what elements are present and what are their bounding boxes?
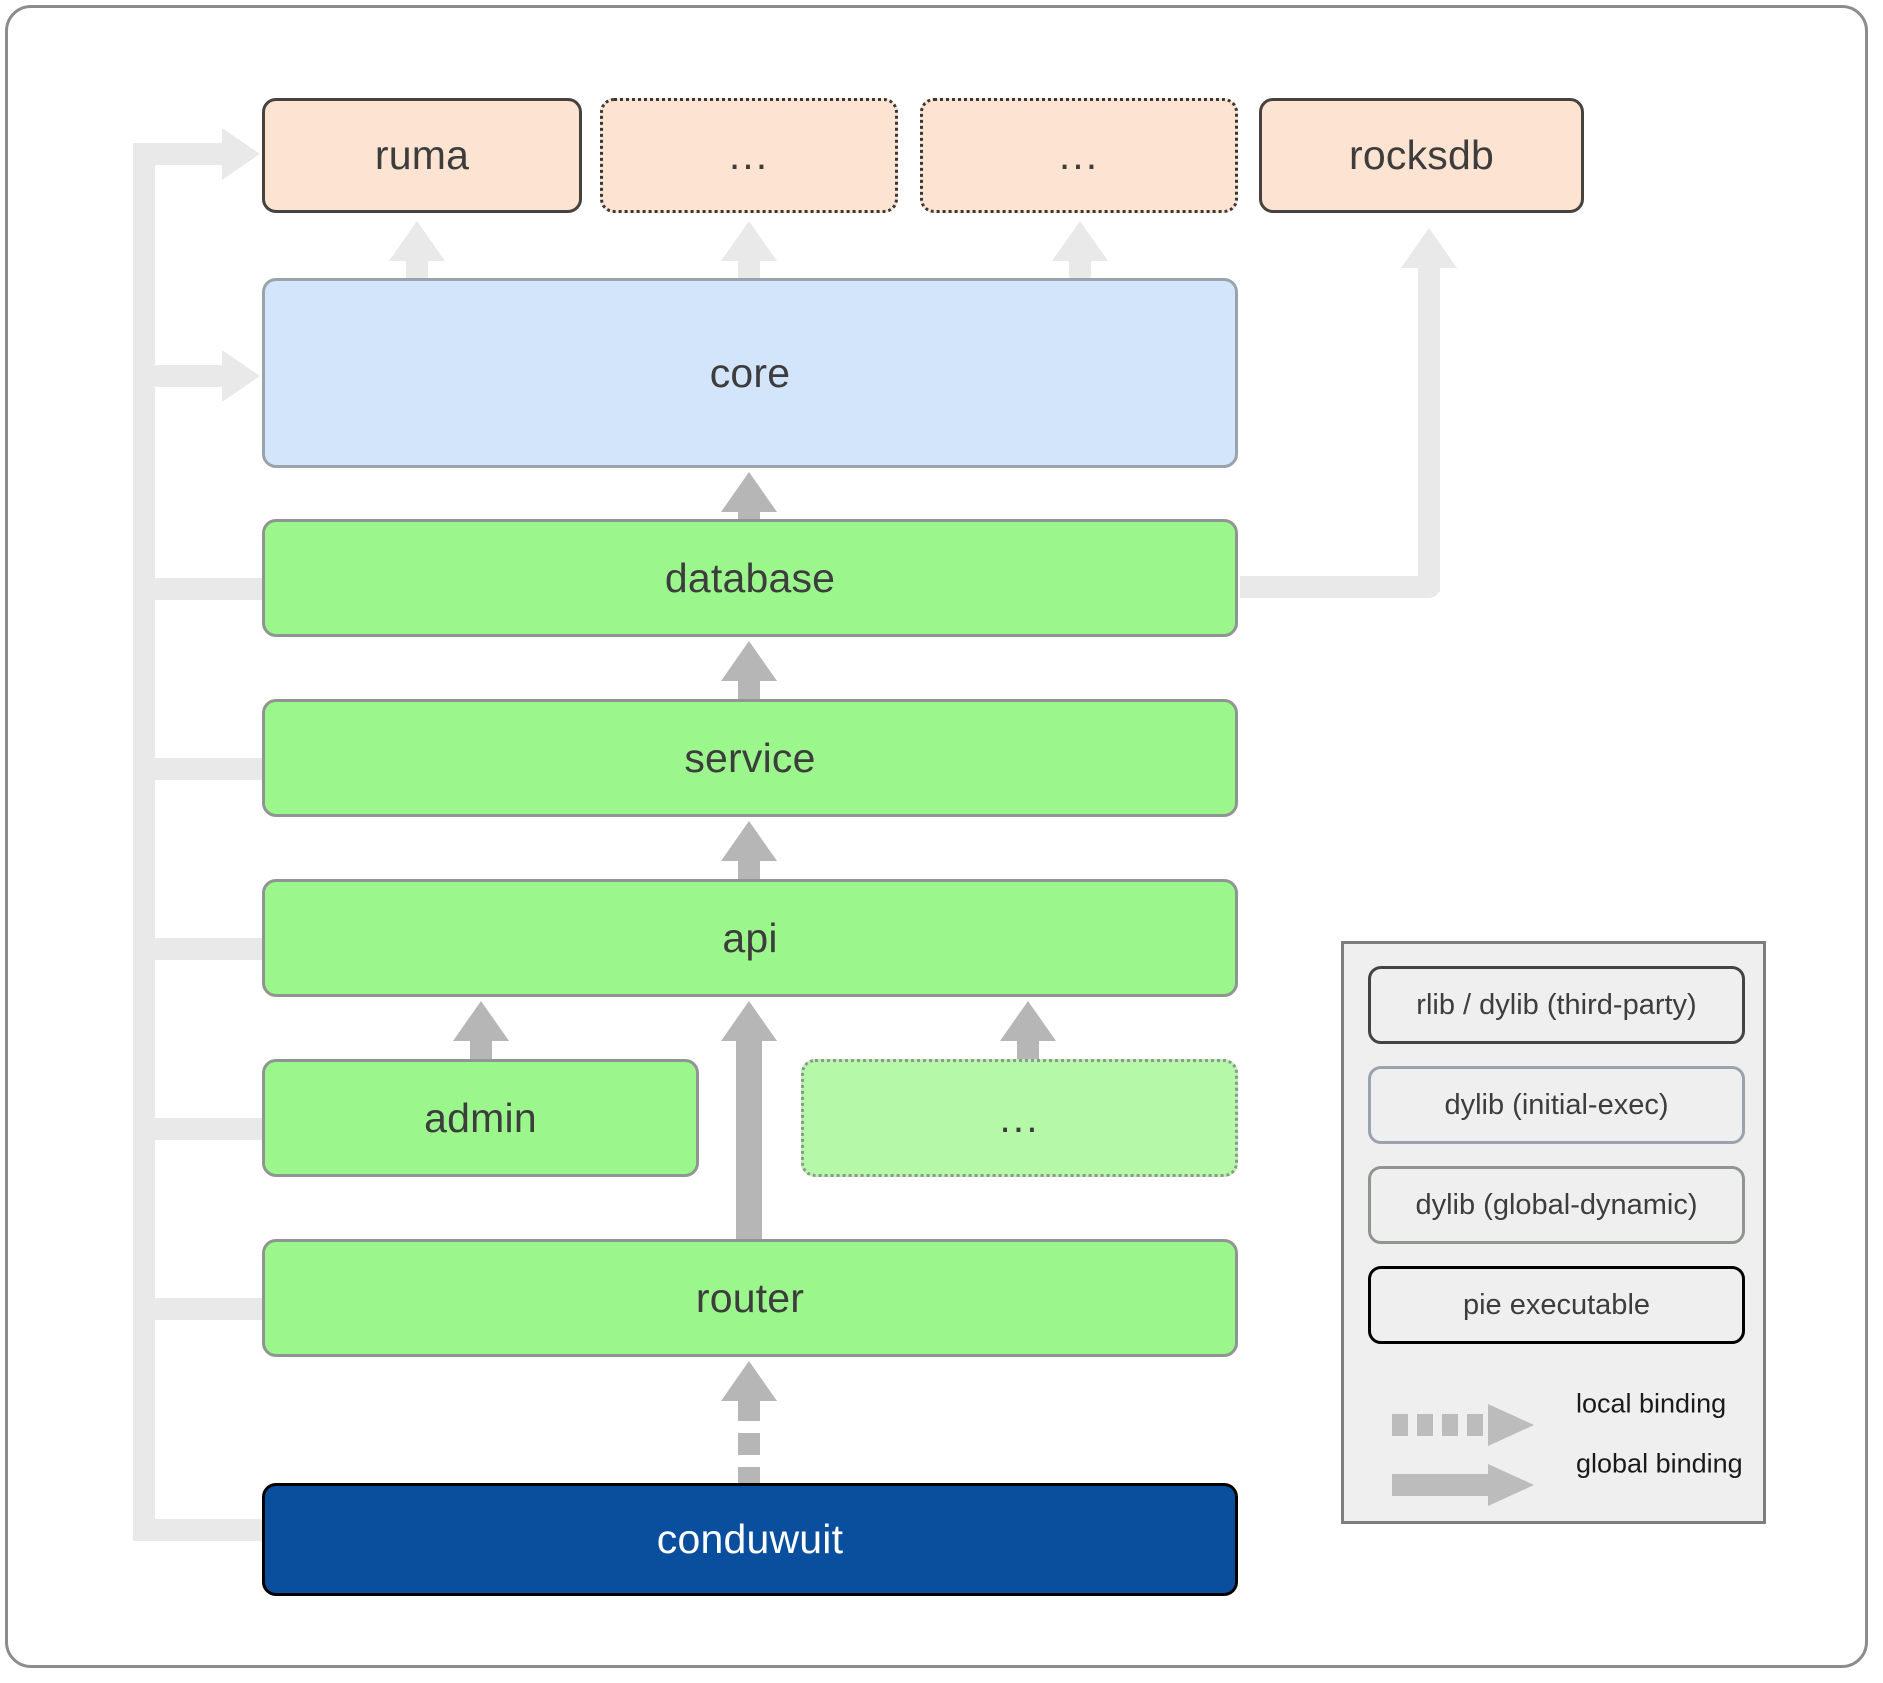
node-rocksdb-label: rocksdb — [1349, 132, 1494, 178]
rail-arrowhead-core — [222, 350, 260, 402]
node-api-label: api — [722, 914, 778, 961]
arrow-service-to-database — [721, 641, 777, 699]
rail-arrowhead-ruma — [222, 128, 260, 180]
rail-database-to-rocksdb-horizontal — [1240, 576, 1440, 598]
rail-conduwuit-branch — [133, 1519, 268, 1541]
arrow-core-to-ellipsis-1 — [721, 221, 777, 279]
node-service-label: service — [684, 734, 816, 781]
legend-global-binding-label: global binding — [1576, 1448, 1743, 1479]
rail-branch-ruma — [133, 143, 225, 165]
node-ellipsis-top-1[interactable]: ... — [600, 98, 898, 213]
node-ellipsis-api[interactable]: ... — [801, 1059, 1238, 1177]
rail-branch-api — [133, 938, 268, 960]
node-conduwuit-label: conduwuit — [656, 1516, 844, 1562]
legend-swatch-initial-exec-label: dylib (initial-exec) — [1444, 1088, 1669, 1121]
arrow-ellipsis-api-to-api — [1000, 1001, 1056, 1059]
arrow-database-to-core — [721, 472, 777, 520]
node-rocksdb[interactable]: rocksdb — [1259, 98, 1584, 213]
rail-branch-router — [133, 1298, 268, 1320]
node-admin-label: admin — [424, 1094, 537, 1141]
rail-branch-core — [133, 365, 225, 387]
legend-swatch-global-dynamic-label: dylib (global-dynamic) — [1415, 1188, 1698, 1221]
legend-row-local-binding: local binding — [1344, 1374, 1763, 1446]
node-admin[interactable]: admin — [262, 1059, 699, 1177]
legend-swatch-pie-executable: pie executable — [1368, 1266, 1745, 1344]
legend-swatch-pie-executable-label: pie executable — [1462, 1288, 1651, 1321]
legend-swatch-global-dynamic: dylib (global-dynamic) — [1368, 1166, 1745, 1244]
legend-panel: rlib / dylib (third-party) dylib (initia… — [1341, 941, 1766, 1524]
node-ellipsis-top-2[interactable]: ... — [920, 98, 1238, 213]
rail-branch-service — [133, 758, 268, 780]
legend-row-global-binding: global binding — [1344, 1434, 1763, 1506]
node-ellipsis-top-1-label: ... — [728, 132, 770, 179]
arrow-core-to-ruma — [389, 221, 445, 279]
node-database-label: database — [664, 554, 836, 601]
rail-branch-database — [133, 578, 268, 600]
arrow-conduwuit-to-router — [721, 1361, 777, 1483]
rail-database-to-rocksdb-vertical — [1418, 260, 1440, 592]
legend-swatch-initial-exec: dylib (initial-exec) — [1368, 1066, 1745, 1144]
node-conduwuit[interactable]: conduwuit — [262, 1483, 1238, 1596]
rail-spine-vertical — [133, 143, 155, 1541]
node-core[interactable]: core — [262, 278, 1238, 468]
legend-swatch-third-party: rlib / dylib (third-party) — [1368, 966, 1745, 1044]
arrow-admin-to-api — [453, 1001, 509, 1059]
arrow-router-to-api — [721, 1001, 777, 1239]
node-ruma-label: ruma — [374, 132, 470, 178]
node-ruma[interactable]: ruma — [262, 98, 582, 213]
node-ellipsis-top-2-label: ... — [1058, 132, 1100, 179]
arrow-core-to-ellipsis-2 — [1052, 221, 1108, 279]
node-database[interactable]: database — [262, 519, 1238, 637]
arrow-database-to-rocksdb — [1401, 228, 1457, 274]
legend-swatch-third-party-label: rlib / dylib (third-party) — [1416, 988, 1697, 1021]
node-core-label: core — [709, 349, 791, 396]
node-router-label: router — [695, 1274, 805, 1321]
node-ellipsis-api-label: ... — [999, 1094, 1040, 1141]
legend-local-binding-label: local binding — [1576, 1388, 1727, 1419]
node-api[interactable]: api — [262, 879, 1238, 997]
arrow-api-to-service — [721, 821, 777, 879]
node-service[interactable]: service — [262, 699, 1238, 817]
rail-branch-admin — [133, 1118, 268, 1140]
node-router[interactable]: router — [262, 1239, 1238, 1357]
